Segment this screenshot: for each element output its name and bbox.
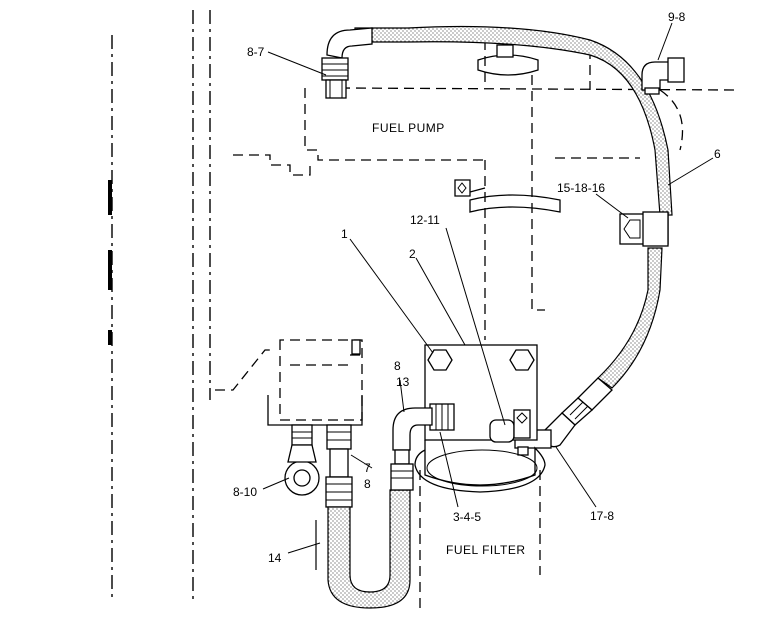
callout-labels: 8-7 9-8 6 15-18-16 1 2 12-11 8 13 7 8 8-… bbox=[233, 10, 721, 565]
fitting-17-8 bbox=[514, 377, 613, 456]
leader-lines bbox=[262, 22, 714, 554]
callout-3-4-5: 3-4-5 bbox=[453, 510, 481, 524]
fuel-pump-label: FUEL PUMP bbox=[372, 121, 445, 135]
filter-column bbox=[484, 75, 684, 340]
callout-17-8: 17-8 bbox=[590, 509, 614, 523]
fuel-pump: FUEL PUMP bbox=[233, 40, 736, 176]
callout-14: 14 bbox=[268, 551, 282, 565]
fuel-filter-label: FUEL FILTER bbox=[446, 543, 526, 557]
callout-6: 6 bbox=[714, 147, 721, 161]
fuel-filter: FUEL FILTER bbox=[414, 440, 546, 610]
callout-15-18-16: 15-18-16 bbox=[557, 181, 605, 195]
filter-base bbox=[424, 344, 538, 443]
fitting-8-7 bbox=[321, 27, 373, 99]
callout-2: 2 bbox=[409, 247, 416, 261]
callout-12-11: 12-11 bbox=[410, 213, 440, 227]
fitting-8-10 bbox=[284, 424, 320, 496]
callout-1: 1 bbox=[341, 227, 348, 241]
callout-9-8: 9-8 bbox=[668, 10, 686, 24]
callout-13: 13 bbox=[396, 375, 410, 389]
pump-inlet-block bbox=[215, 339, 363, 426]
callout-8-10: 8-10 bbox=[233, 485, 257, 499]
frame-rails bbox=[108, 10, 211, 600]
elbow-13 bbox=[390, 407, 433, 491]
clamp-15-18-16 bbox=[619, 211, 669, 247]
elbow-9-8 bbox=[641, 57, 685, 95]
column-clamp bbox=[454, 44, 561, 213]
hose-14 bbox=[327, 489, 411, 609]
callout-8-bottom: 8 bbox=[364, 477, 371, 491]
callout-8-7: 8-7 bbox=[247, 45, 265, 59]
fitting-7-8 bbox=[325, 424, 353, 508]
callout-7: 7 bbox=[364, 461, 371, 475]
callout-8-top: 8 bbox=[394, 359, 401, 373]
